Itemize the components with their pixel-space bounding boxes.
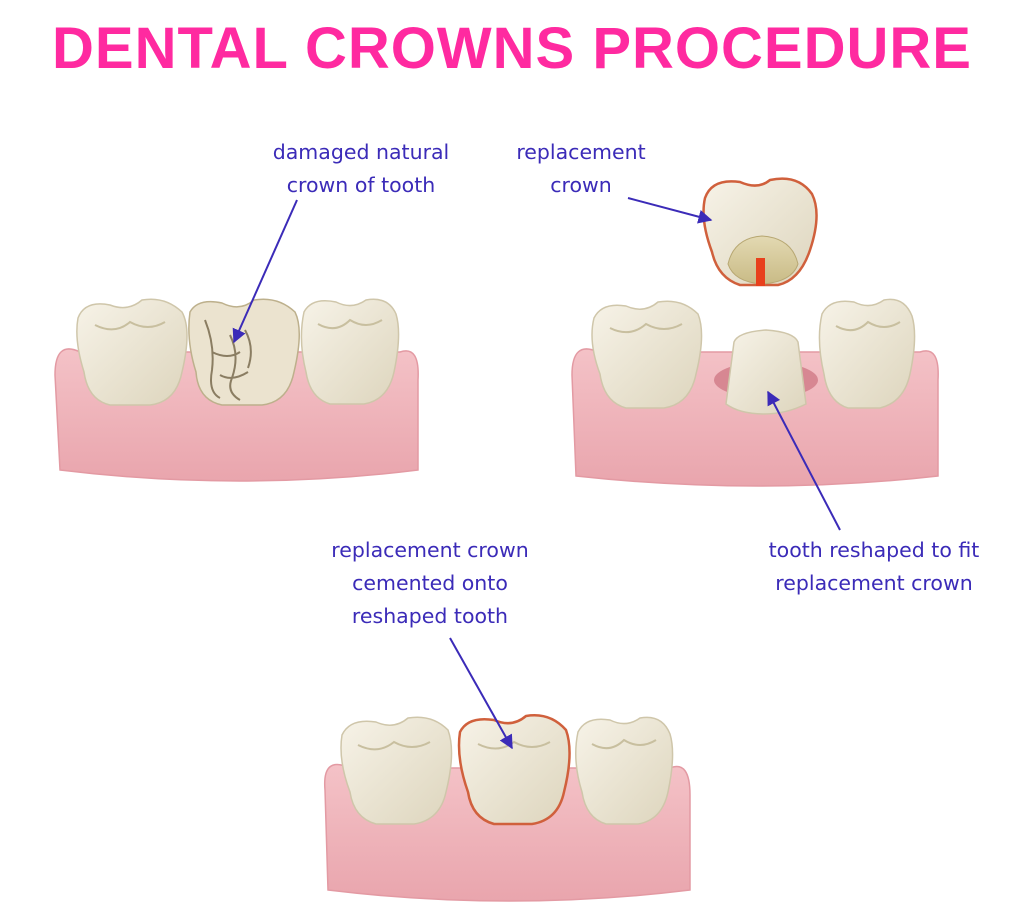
page-title: DENTAL CROWNS PROCEDURE — [52, 16, 972, 81]
panel-damaged-tooth — [54, 199, 419, 482]
arrow-damaged-crown — [232, 199, 298, 344]
panel-reshaped-tooth — [571, 177, 939, 531]
cemented-crown — [457, 714, 571, 826]
molar-left — [591, 300, 703, 409]
molar-damaged — [188, 298, 300, 406]
molar-left — [340, 716, 453, 825]
arrow-replacement-crown — [627, 197, 713, 224]
label-damaged-crown: damaged natural crown of tooth — [272, 140, 450, 197]
reshaped-tooth-stump — [725, 329, 807, 415]
molar-right — [575, 716, 674, 825]
molar-left — [76, 298, 188, 406]
label-cemented-crown: replacement crown cemented onto reshaped… — [331, 538, 529, 628]
crown-post — [756, 258, 765, 286]
crack-lines — [204, 319, 252, 401]
panel-cemented-crown — [323, 637, 691, 902]
molar-right — [300, 298, 400, 405]
label-reshaped-tooth: tooth reshaped to fit replacement crown — [768, 538, 980, 595]
label-replacement-crown: replacement crown — [516, 140, 646, 197]
molar-right — [818, 298, 916, 409]
arrow-cemented-crown — [449, 637, 513, 750]
arrow-reshaped-tooth — [767, 390, 841, 531]
